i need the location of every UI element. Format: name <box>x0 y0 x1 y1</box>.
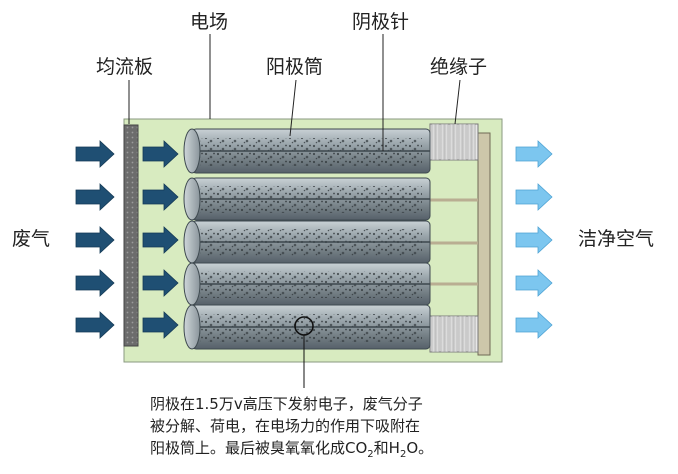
description-line-3-end: O。 <box>406 439 434 457</box>
label-leader-lines <box>128 34 461 151</box>
process-description: 阴极在1.5万v高压下发射电子，废气分子 被分解、荷电，在电场力的作用下吸附在 … <box>150 393 510 466</box>
label-electric-field: 电场 <box>190 11 229 33</box>
inner-inlet-arrows <box>142 140 179 339</box>
flow-baffle-plate <box>123 124 139 347</box>
end-plate <box>477 132 491 356</box>
description-line-1: 阴极在1.5万v高压下发射电子，废气分子 <box>150 395 423 413</box>
label-insulator: 绝缘子 <box>430 56 488 78</box>
outlet-arrows <box>515 140 553 339</box>
description-line-3-text: 阳极筒上。最后被臭氧氧化成CO <box>150 439 368 457</box>
insulator-bottom <box>429 315 479 353</box>
label-anode-tube: 阳极筒 <box>266 56 324 78</box>
inlet-arrows <box>75 140 115 339</box>
h2o-subscript: 2 <box>399 449 407 460</box>
label-cathode-needle: 阴极针 <box>352 11 410 33</box>
anode-tube <box>183 220 431 264</box>
label-flow-baffle: 均流板 <box>96 56 154 78</box>
co2-subscript: 2 <box>367 449 374 460</box>
anode-tube <box>183 177 431 221</box>
insulator-top <box>429 123 479 161</box>
label-clean-air: 洁净空气 <box>578 228 655 250</box>
anode-tube <box>183 128 431 174</box>
description-line-3-mid: 和H <box>373 439 400 457</box>
anode-tube <box>183 262 431 306</box>
description-line-2: 被分解、荷电，在电场力的作用下吸附在 <box>150 417 421 435</box>
label-waste-gas: 废气 <box>12 228 51 250</box>
anode-tube <box>183 304 431 350</box>
description-line-3: 阳极筒上。最后被臭氧氧化成CO2和H2O。 <box>150 437 510 466</box>
